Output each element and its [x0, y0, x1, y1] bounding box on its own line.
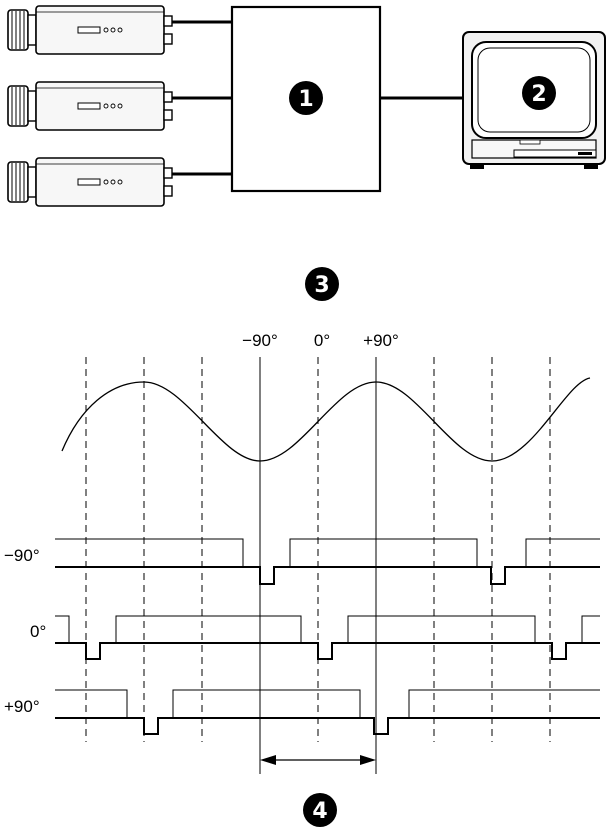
pulse-train-plus-90: [55, 690, 600, 734]
phase-label-0: 0°: [314, 331, 330, 350]
row-label-plus-90: +90°: [4, 697, 40, 716]
phase-label-minus-90: −90°: [242, 331, 278, 350]
callout-3-text: 3: [314, 273, 329, 298]
callout-1-text: 1: [298, 87, 313, 112]
camera-3: [8, 158, 232, 206]
dashed-reference-lines: [86, 357, 550, 742]
phase-label-plus-90: +90°: [363, 331, 399, 350]
pulse-train-0: [55, 616, 600, 659]
callout-2-text: 2: [531, 82, 546, 107]
camera-1: [8, 6, 232, 54]
callout-2: 2: [522, 76, 556, 110]
camera-2: [8, 82, 232, 130]
callout-1: 1: [289, 81, 323, 115]
callout-3: 3: [305, 267, 339, 301]
sync-sine-wave: [62, 378, 590, 461]
row-label-0: 0°: [30, 622, 46, 641]
pulse-train-minus-90: [55, 539, 600, 584]
row-label-minus-90: −90°: [4, 546, 40, 565]
phase-range-arrow: [260, 755, 376, 765]
callout-4-text: 4: [312, 799, 327, 824]
callout-4: 4: [303, 793, 337, 827]
